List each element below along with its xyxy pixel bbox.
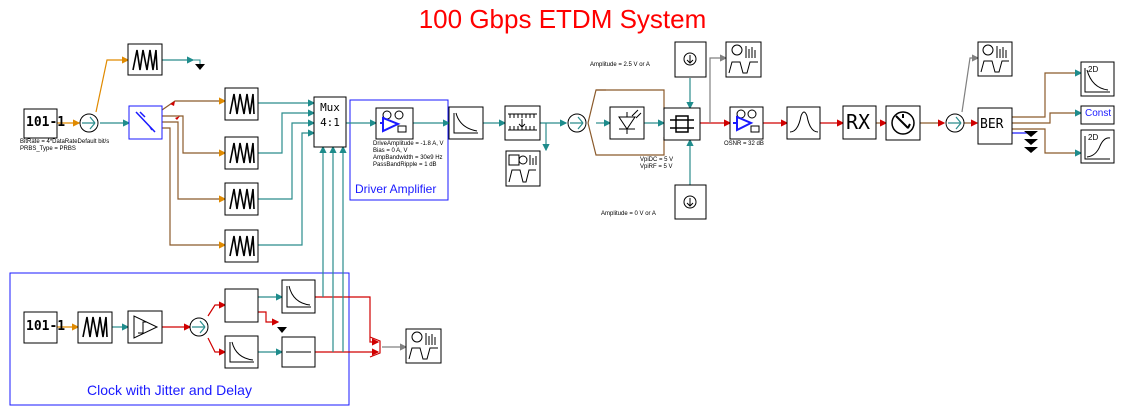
scope-icon — [728, 44, 758, 74]
const-block[interactable] — [1080, 105, 1115, 125]
ber-label: BER — [980, 117, 1004, 132]
vpi-dc-param: VpiDC = 5 V — [640, 157, 674, 163]
prbs-source-block[interactable] — [23, 108, 58, 139]
rx-label: RX — [846, 110, 871, 134]
rx-block[interactable] — [842, 105, 877, 140]
ber-block[interactable] — [977, 107, 1013, 145]
laser-block[interactable] — [609, 106, 645, 140]
wire — [1012, 69, 1083, 118]
wire — [162, 115, 227, 157]
wire — [709, 54, 728, 123]
wire — [95, 56, 130, 113]
wire — [258, 119, 316, 200]
logic-gate-icon — [369, 336, 381, 358]
ground-icon — [193, 59, 205, 70]
wire — [587, 122, 665, 156]
prbs-source-label: 101-1 — [26, 115, 66, 130]
pulse-icon — [229, 188, 255, 210]
prbs-param-line2: PRBS_Type = PRBS — [20, 146, 76, 152]
pulse-icon — [229, 235, 255, 257]
const-label: Const — [1085, 108, 1112, 119]
wire — [1012, 128, 1083, 157]
driver-param-line3: AmpBandwidth = 30e9 Hz — [373, 155, 443, 161]
scope-block[interactable] — [725, 41, 762, 78]
prbs-param-line1: BitRate = 4*DataRateDefault bit/s — [20, 139, 110, 145]
delay-block[interactable] — [224, 288, 259, 323]
pulse-icon — [229, 93, 255, 115]
osnr-param: OSNR = 32 dB — [724, 141, 764, 147]
wire — [207, 301, 227, 317]
ground-icon — [1024, 131, 1038, 153]
wire — [961, 54, 980, 113]
clock-source-block[interactable] — [23, 311, 58, 344]
scope-icon — [508, 154, 537, 183]
wire — [162, 127, 227, 249]
plot-2d-block[interactable] — [1080, 61, 1115, 97]
modulator-block[interactable] — [663, 107, 701, 141]
scope-icon — [980, 44, 1009, 73]
wire — [258, 109, 316, 154]
wire — [315, 296, 380, 346]
wire — [587, 89, 665, 124]
clock-source-label: 101-1 — [26, 319, 66, 334]
plot-2d-label-a: 2D — [1088, 65, 1099, 74]
mux-label-line2: 4:1 — [320, 116, 340, 129]
wire — [161, 97, 227, 111]
pulse-icon — [82, 316, 108, 338]
scope-block[interactable] — [405, 328, 442, 364]
driver-param-line1: DriveAmplitude = -1.8 A, V — [373, 141, 444, 147]
amplitude-bottom-param: Amplitude = 0 V or A — [601, 211, 656, 217]
mux-label-line1: Mux — [320, 101, 340, 114]
vpi-rf-param: VpiRF = 5 V — [640, 164, 673, 170]
plot-2d-block[interactable] — [1080, 129, 1115, 164]
wire — [162, 121, 227, 203]
plot-2d-label-b: 2D — [1088, 133, 1099, 142]
wire — [258, 129, 316, 246]
lowpass-filter-block[interactable] — [448, 106, 484, 140]
scope-group — [405, 41, 1013, 364]
scope-icon — [408, 331, 438, 360]
page-title: 100 Gbps ETDM System — [418, 4, 707, 34]
pulse-icon — [132, 49, 158, 71]
wire — [258, 311, 280, 326]
wire — [207, 337, 227, 356]
mux-block[interactable] — [313, 96, 347, 148]
ground-icon — [277, 327, 287, 333]
driver-param-line4: PassBandRipple = 1 dB — [373, 162, 437, 168]
pulse-icon — [229, 142, 255, 164]
wire — [1012, 109, 1083, 124]
driver-amplifier-group-label: Driver Amplifier — [355, 182, 437, 196]
amplitude-top-param: Amplitude = 2.5 V or A — [590, 62, 650, 68]
driver-param-line2: Bias = 0 A, V — [373, 148, 408, 154]
clock-group — [9, 272, 350, 406]
clock-group-label: Clock with Jitter and Delay — [87, 382, 252, 398]
driver-amplifier-group — [349, 99, 449, 201]
